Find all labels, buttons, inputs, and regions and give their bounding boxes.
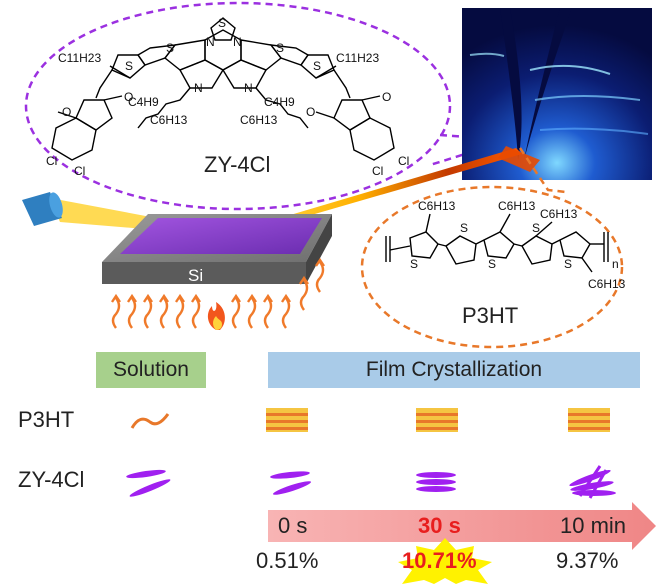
percent-10min: 9.37% (556, 548, 619, 573)
chain-c11-left: C11H23 (58, 51, 101, 65)
atom-s: S (125, 59, 133, 73)
atom-o: O (382, 90, 391, 104)
zy4cl-name: ZY-4Cl (204, 152, 270, 177)
heat-arrows (111, 257, 325, 329)
atom-o: O (62, 105, 71, 119)
p3ht-film-0s (266, 408, 308, 432)
xray-source (22, 192, 63, 226)
atom-o: O (124, 90, 133, 104)
zy4cl-atom-labels: S N N S S S S N N O O O O Cl Cl Cl Cl (46, 16, 409, 178)
atom-s: S (166, 41, 174, 55)
chain-c11-right: C11H23 (336, 51, 379, 65)
chain-c4-right: C4H9 (264, 95, 295, 109)
scattering-pattern (462, 8, 652, 180)
atom-s: S (218, 16, 226, 30)
atom-s: S (460, 221, 468, 235)
atom-cl: Cl (46, 154, 57, 168)
atom-s: S (410, 257, 418, 271)
zy4cl-chain-labels: C11H23 C11H23 C4H9 C4H9 C6H13 C6H13 (58, 51, 379, 127)
p3ht-callout (360, 147, 624, 349)
atom-s: S (488, 257, 496, 271)
atom-n: N (244, 81, 253, 95)
si-label: Si (188, 266, 203, 285)
time-10min: 10 min (560, 513, 627, 538)
zy4cl-structure (51, 17, 395, 161)
p3ht-labels: S S S S S C6H13 C6H13 C6H13 C6H13 n (410, 199, 626, 291)
chain-c6-3: C6H13 (540, 207, 578, 221)
solution-box (96, 352, 206, 388)
atom-s: S (313, 59, 321, 73)
zy4cl-solution-rods (126, 469, 171, 497)
chain-c6-1: C6H13 (418, 199, 456, 213)
atom-cl: Cl (74, 164, 85, 178)
atom-n: N (194, 81, 203, 95)
p3ht-structure (385, 213, 609, 273)
flame-icon (207, 302, 225, 330)
chain-c6-left: C6H13 (150, 113, 188, 127)
starburst-highlight (398, 538, 492, 584)
chain-c4-left: C4H9 (128, 95, 159, 109)
atom-o: O (306, 105, 315, 119)
row-label-zy4cl: ZY-4Cl (18, 467, 85, 492)
atom-cl: Cl (398, 154, 409, 168)
zy4cl-film-30s (416, 472, 456, 492)
row-label-p3ht: P3HT (18, 407, 75, 432)
zy4cl-callout (24, 1, 511, 211)
stage-film-label: Film Crystallization (365, 358, 543, 381)
p3ht-film-10min (568, 408, 610, 432)
si-substrate (102, 214, 332, 284)
atom-s: S (532, 221, 540, 235)
zy4cl-film-0s (270, 471, 312, 495)
atom-s: S (564, 257, 572, 271)
p3ht-film-30s (416, 408, 458, 432)
atom-n: N (206, 35, 215, 49)
p3ht-solution-chain (130, 413, 170, 429)
chain-c6-2: C6H13 (498, 199, 536, 213)
repeat-n: n (612, 257, 619, 271)
atom-n: N (233, 35, 242, 49)
stage-solution-label: Solution (113, 358, 189, 381)
percent-30s: 10.71% (402, 548, 477, 573)
zy4cl-film-10min (569, 465, 616, 499)
time-0s: 0 s (278, 513, 308, 538)
timeline-arrow (268, 502, 656, 550)
atom-s: S (276, 41, 284, 55)
film-box (268, 352, 640, 388)
percent-0s: 0.51% (256, 548, 319, 573)
chain-c6-4: C6H13 (588, 277, 626, 291)
time-30s: 30 s (418, 513, 461, 538)
atom-cl: Cl (372, 164, 383, 178)
chain-c6-right: C6H13 (240, 113, 278, 127)
p3ht-name: P3HT (462, 303, 518, 328)
